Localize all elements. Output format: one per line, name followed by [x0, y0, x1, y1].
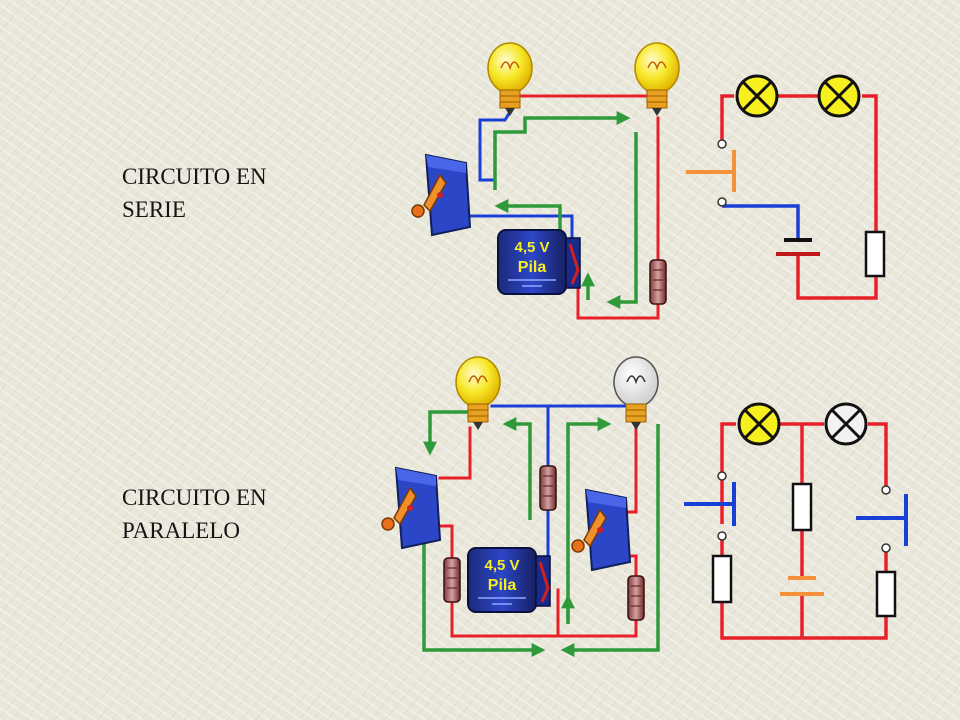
parallel-flow-arrow-center-left [502, 417, 532, 520]
label-paralelo-line-1: CIRCUITO EN [122, 485, 267, 510]
series-flow-arrow-top [493, 111, 631, 190]
parallel-flow-arrow-center-right [566, 417, 612, 620]
parallel-schematic [684, 402, 908, 640]
series-switch[interactable] [411, 153, 472, 237]
parallel-schem-lamp-2 [824, 402, 868, 446]
parallel-wire-switch-to-fuse1 [438, 524, 454, 562]
label-serie-line-1: CIRCUITO EN [122, 164, 267, 189]
series-fuse [649, 259, 667, 305]
parallel-schem-contact-2 [717, 531, 727, 541]
parallel-fuse-left [443, 557, 461, 603]
series-schem-lamp-1 [735, 74, 779, 118]
parallel-schem-contact-4 [881, 543, 891, 553]
parallel-schem-battery [780, 576, 824, 596]
parallel-wire-lamp2-to-switch [626, 426, 638, 514]
series-pictorial-circuit: 4,5 V Pila [411, 42, 680, 320]
series-schem-lamp-2 [817, 74, 861, 118]
series-schem-wire-right [862, 94, 878, 232]
parallel-flow-arrow-right [560, 424, 660, 657]
series-wire-switch-to-battery [468, 214, 574, 246]
parallel-fuse-center [539, 465, 557, 511]
parallel-schem-fuse-center [791, 482, 813, 532]
series-lamp-1 [487, 42, 533, 116]
parallel-flow-arrow-top-left [423, 410, 470, 456]
parallel-wire-bottom-left [450, 588, 560, 638]
label-serie-line-2: SERIE [122, 197, 186, 222]
series-schem-contact-bottom [717, 197, 727, 207]
parallel-schem-wire-left-top [720, 422, 736, 524]
series-wire-lamp1-to-switch [478, 109, 513, 182]
parallel-flow-arrow-bottom-left [422, 540, 546, 657]
parallel-switch-1[interactable] [381, 466, 442, 550]
parallel-schem-switch-2[interactable] [856, 494, 908, 546]
parallel-wire-bottom-right [556, 618, 638, 638]
series-schem-switch[interactable] [686, 150, 736, 192]
parallel-schem-contact-1 [717, 471, 727, 481]
series-battery: 4,5 V Pila [497, 229, 581, 295]
parallel-wire-lamp1-to-switch [438, 426, 472, 480]
series-flow-arrow-middle [494, 199, 562, 232]
parallel-switch-2[interactable] [571, 488, 632, 572]
parallel-lamp-1 [455, 356, 501, 430]
series-battery-name: Pila [518, 259, 547, 276]
series-flow-arrow-right [606, 132, 638, 309]
parallel-schem-wire-right-top [868, 422, 888, 486]
parallel-battery: 4,5 V Pila [467, 547, 551, 613]
parallel-fuse-right [627, 575, 645, 621]
series-schem-wire-left-top [720, 94, 734, 140]
label-circuito-paralelo: CIRCUITO EN PARALELO [122, 481, 267, 547]
series-schem-wire-bottom [796, 254, 878, 300]
series-wire-fuse-to-battery [576, 278, 660, 320]
parallel-battery-name: Pila [488, 577, 517, 594]
parallel-schem-lamp-1 [737, 402, 781, 446]
parallel-battery-voltage: 4,5 V [484, 557, 519, 574]
series-schematic [686, 74, 886, 300]
series-schem-wire-blue [722, 204, 800, 238]
parallel-schem-switch-1[interactable] [684, 482, 736, 526]
label-paralelo-line-2: PARALELO [122, 518, 240, 543]
parallel-schem-fuse-right [875, 570, 897, 618]
series-schem-fuse [864, 230, 886, 278]
series-schem-battery [776, 238, 820, 256]
parallel-schem-contact-3 [881, 485, 891, 495]
parallel-schem-wire-bottom [720, 602, 888, 640]
parallel-pictorial-circuit: 4,5 V Pila [381, 356, 660, 657]
series-schem-contact-top [717, 139, 727, 149]
series-battery-voltage: 4,5 V [514, 239, 549, 256]
label-circuito-serie: CIRCUITO EN SERIE [122, 160, 267, 226]
parallel-schem-fuse-left [711, 554, 733, 604]
parallel-lamp-2 [613, 356, 659, 430]
series-lamp-2 [634, 42, 680, 116]
